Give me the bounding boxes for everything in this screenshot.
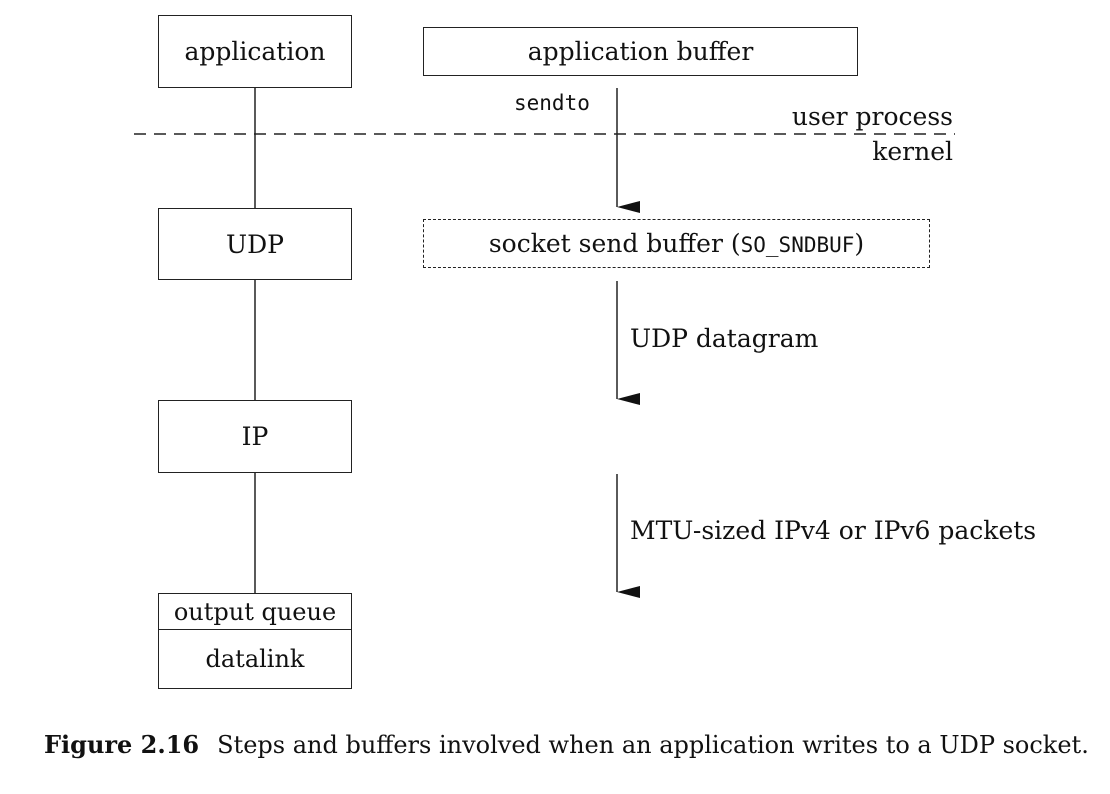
application-label: application <box>184 37 326 66</box>
socket-send-buffer-text: socket send buffer ( <box>488 229 741 258</box>
mtu-packets-label: MTU-sized IPv4 or IPv6 packets <box>630 516 1037 545</box>
kernel-label: kernel <box>872 137 953 166</box>
sendto-label: sendto <box>514 91 590 115</box>
socket-send-buffer-close-paren: ) <box>854 229 865 258</box>
datalink-label: datalink <box>205 645 305 673</box>
application-buffer-box: application buffer <box>423 27 858 76</box>
so-sndbuf-code: SO_SNDBUF <box>740 233 855 257</box>
output-queue-box: output queue <box>158 593 352 630</box>
application-box: application <box>158 15 352 88</box>
udp-label: UDP <box>226 229 284 259</box>
ip-label: IP <box>241 422 269 451</box>
udp-datagram-label: UDP datagram <box>630 324 819 353</box>
socket-send-buffer-label: socket send buffer (SO_SNDBUF) <box>489 229 864 258</box>
datalink-box: datalink <box>158 629 352 689</box>
figure-caption: Figure 2.16 Steps and buffers involved wh… <box>44 730 1089 759</box>
socket-send-buffer-box: socket send buffer (SO_SNDBUF) <box>423 219 930 268</box>
udp-box: UDP <box>158 208 352 280</box>
ip-box: IP <box>158 400 352 473</box>
figure-number: Figure 2.16 <box>44 730 200 759</box>
figure-caption-text: Steps and buffers involved when an appli… <box>217 731 1089 759</box>
user-process-label: user process <box>791 102 953 131</box>
output-queue-label: output queue <box>173 597 337 626</box>
application-buffer-label: application buffer <box>527 37 754 66</box>
